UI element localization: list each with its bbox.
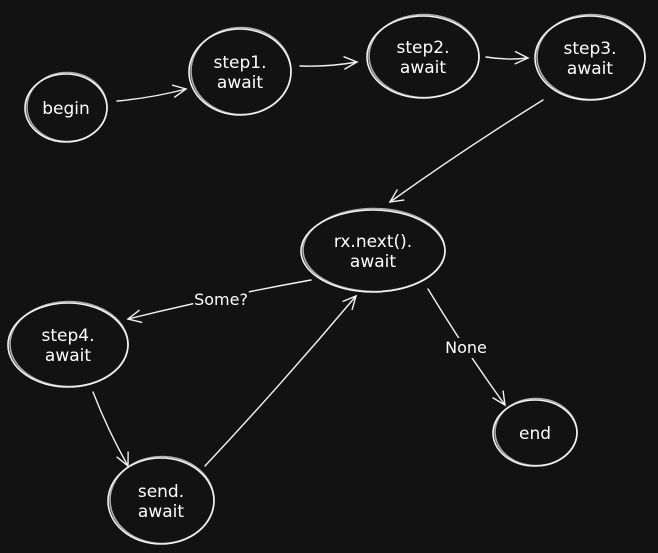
node-step2: step2.await	[366, 13, 480, 99]
nodes: beginstep1.awaitstep2.awaitstep3.awaitrx…	[7, 13, 646, 545]
edge-step3-to-rx-next	[388, 99, 544, 203]
edge-step2-to-step3	[485, 50, 530, 65]
edge-label-background	[443, 338, 489, 358]
edges: Some? None	[92, 50, 544, 468]
node-shape-sketch	[368, 13, 480, 99]
edge-label: None	[445, 338, 487, 357]
node-end: end	[492, 397, 578, 467]
node-label: step2.	[397, 38, 450, 58]
node-shape-sketch	[494, 397, 578, 467]
edge-line	[204, 295, 357, 467]
edge-label: Some?	[194, 290, 248, 309]
arrow-head	[171, 84, 188, 98]
node-label: await	[45, 346, 91, 366]
node-step1: step1.await	[188, 26, 292, 116]
edge-line	[92, 391, 129, 467]
node-label: rx.next().	[334, 232, 412, 252]
node-shape-sketch	[536, 13, 646, 101]
node-label: step4.	[42, 326, 95, 346]
node-label: await	[567, 59, 613, 79]
node-shape-sketch	[26, 71, 108, 143]
edge-rx-next-to-end: None	[427, 288, 506, 407]
node-label: step3.	[564, 39, 617, 59]
arrow-head	[388, 189, 405, 203]
edge-line	[299, 61, 358, 67]
node-label: await	[138, 502, 184, 522]
node-step4: step4.await	[7, 300, 129, 388]
arrow-head	[126, 309, 143, 324]
node-label: await	[217, 73, 263, 93]
arrow-head	[514, 50, 530, 65]
edge-label-background	[193, 290, 249, 310]
node-label: send.	[138, 482, 184, 502]
edge-rx-next-to-step4: Some?	[126, 279, 312, 324]
node-shape-sketch	[190, 26, 292, 116]
node-label: begin	[42, 99, 90, 119]
edge-step4-to-send	[92, 391, 129, 468]
edge-line	[485, 56, 529, 60]
node-shape-sketch	[109, 455, 215, 545]
node-label: await	[400, 58, 446, 78]
node-send: send.await	[107, 455, 215, 545]
arrow-head	[116, 451, 129, 468]
node-label: step1.	[214, 53, 267, 73]
edge-send-to-rx-next	[204, 294, 358, 467]
node-shape-sketch	[302, 207, 446, 293]
arrow-head	[342, 294, 358, 311]
node-step3: step3.await	[534, 13, 646, 101]
edge-begin-to-step1	[116, 84, 188, 102]
arrow-head	[343, 56, 359, 70]
arrow-head	[492, 390, 506, 407]
edge-step1-to-step2	[299, 56, 359, 70]
edge-line	[389, 99, 544, 203]
edge-line	[116, 88, 187, 102]
node-shape-sketch	[9, 300, 129, 388]
node-begin: begin	[24, 71, 108, 143]
node-label: await	[350, 252, 396, 272]
node-rx-next: rx.next().await	[300, 207, 446, 293]
node-label: end	[519, 424, 551, 444]
